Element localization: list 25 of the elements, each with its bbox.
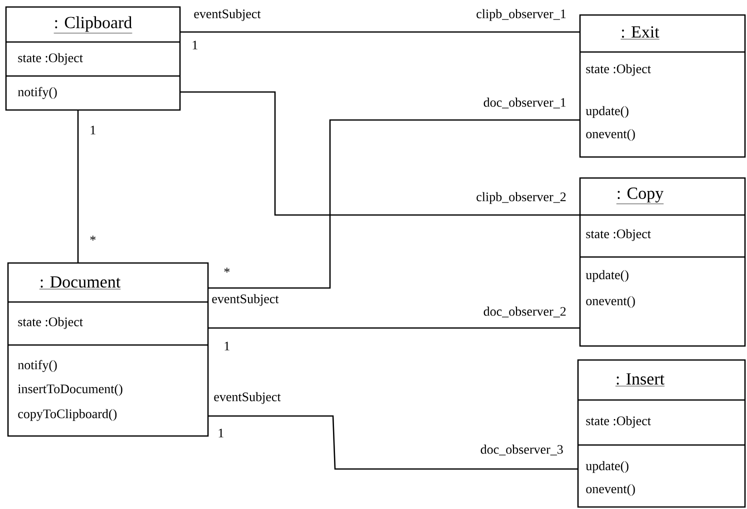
multiplicity-label: 1 [90, 126, 96, 134]
object-box: : Insert state :Object update() onevent() [577, 359, 746, 508]
object-box: : Copy state :Object update() onevent() [579, 177, 746, 347]
object-box: : Exit state :Object update() onevent() [579, 14, 746, 158]
object-box: : Clipboard state :Object notify() [5, 6, 181, 111]
role-label: eventSubject [212, 294, 279, 306]
multiplicity-label: * [90, 236, 96, 240]
edge-label: doc_observer_1 [482, 96, 568, 110]
multiplicity-label: 1 [218, 428, 224, 438]
multiplicity-label: 1 [224, 342, 230, 350]
edge-label: clipb_observer_2 [475, 191, 568, 205]
association-line [208, 327, 580, 329]
object-box: : Document state :Object notify() insertToDocument() copyToClipboard() [7, 262, 209, 437]
edge-label: doc_observer_3 [479, 444, 564, 456]
association-line [208, 119, 580, 289]
edge-label: clipb_observer_1 [475, 8, 568, 22]
multiplicity-label: * [224, 268, 230, 273]
association-line [180, 91, 580, 216]
role-label: eventSubject [194, 9, 261, 21]
association-line [180, 31, 580, 33]
association-line [208, 415, 578, 470]
role-label: eventSubject [214, 392, 281, 404]
multiplicity-label: 1 [192, 40, 198, 50]
edge-label: doc_observer_2 [482, 306, 568, 318]
association-line [77, 110, 79, 263]
